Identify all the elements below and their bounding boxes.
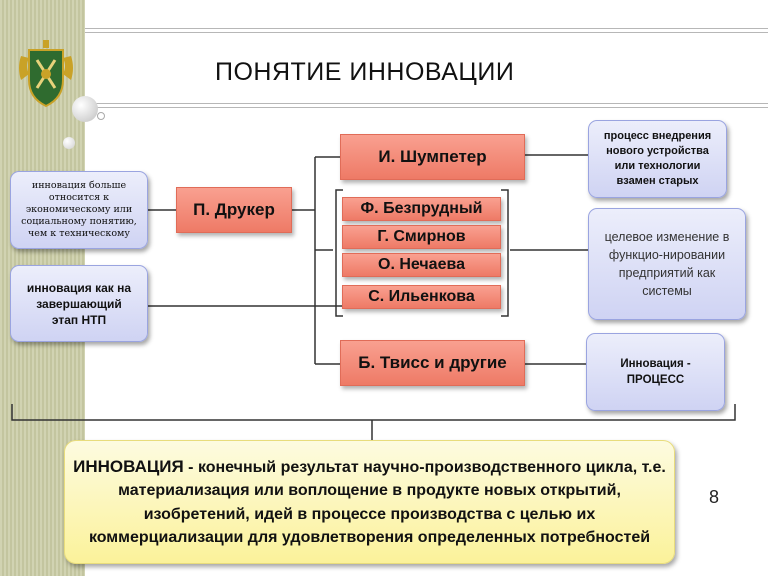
- top-rule: [85, 28, 768, 29]
- author-drucker: П. Друкер: [176, 187, 292, 233]
- author-smirnov: Г. Смирнов: [342, 225, 501, 249]
- decorative-circle-medium: [63, 137, 75, 149]
- author-ilenkova: С. Ильенкова: [342, 285, 501, 309]
- page-title: ПОНЯТИЕ ИННОВАЦИИ: [215, 58, 515, 86]
- author-twiss: Б. Твисс и другие: [340, 340, 525, 386]
- definition-box: ИННОВАЦИЯ - конечный результат научно-пр…: [64, 440, 675, 564]
- title-underline-2: [85, 107, 768, 108]
- top-rule-2: [85, 32, 768, 33]
- definition-text: - конечный результат научно-производстве…: [88, 458, 666, 547]
- definition-term: ИННОВАЦИЯ: [73, 456, 184, 476]
- note-innovation-process: Инновация - ПРОЦЕСС: [586, 333, 725, 411]
- decorative-circle-large: [72, 96, 98, 122]
- decorative-circle-small: [97, 112, 105, 120]
- note-ntp-stage: инновация как на завершающий этап НТП: [10, 265, 148, 342]
- note-economic-concept: инновация больше относится к экономическ…: [10, 171, 148, 249]
- emblem-logo: [19, 40, 73, 108]
- author-bezprudny: Ф. Безпрудный: [342, 197, 501, 221]
- note-device-replacement-process: процесс внедрения нового устройства или …: [588, 120, 727, 198]
- page-number: 8: [709, 487, 720, 507]
- author-schumpeter: И. Шумпетер: [340, 134, 525, 180]
- note-target-change: целевое изменение в функцио-нировании пр…: [588, 208, 746, 320]
- author-nechaeva: О. Нечаева: [342, 253, 501, 277]
- title-underline: [85, 103, 768, 104]
